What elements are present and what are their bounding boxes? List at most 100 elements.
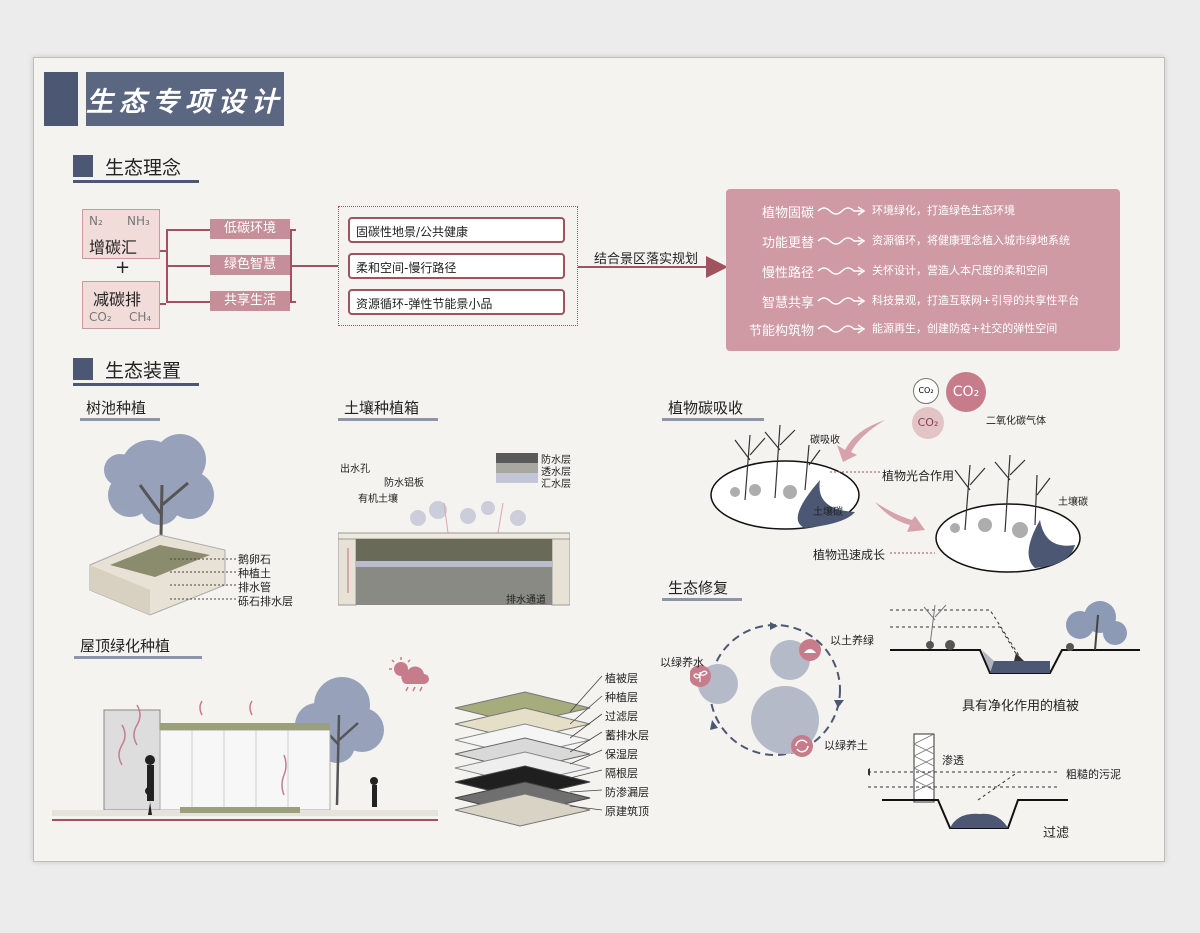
panel-key: 智慧共享 — [761, 296, 814, 311]
roof-layer-filter: 过滤层 — [605, 710, 638, 723]
n2-label: N₂ — [89, 214, 103, 228]
roof-section-illustration — [52, 677, 438, 821]
roof-layer-original-roof: 原建筑顶 — [605, 805, 649, 818]
strategy-group — [338, 206, 578, 326]
soil-box-label-drain: 排水通道 — [506, 595, 546, 606]
connector — [166, 301, 210, 303]
repair-title-text: 生态修复 — [668, 579, 729, 597]
co2-bubble-small: CO₂ — [913, 378, 939, 404]
panel-key: 节能构筑物 — [748, 324, 814, 339]
pill-green-smart: 绿色智慧 — [210, 255, 290, 275]
strategy-box-2: 柔和空间-慢行路径 — [348, 253, 565, 279]
growth-label: 植物迅速成长 — [813, 548, 886, 562]
filter-illustration — [868, 733, 1068, 829]
ch4-label: CH₄ — [129, 310, 152, 324]
wave-arrow-icon — [817, 236, 866, 246]
filter-label: 过滤 — [1043, 826, 1070, 841]
repair-cycle-green-water: 以绿养水 — [660, 656, 704, 669]
soil-box-label-organic: 有机土壤 — [358, 494, 398, 505]
legend-permeable: 透水层 — [541, 467, 571, 478]
panel-row: 植物固碳 环境绿化，打造绿色生态环境 — [726, 202, 1120, 222]
plan-arrow-label: 结合景区落实规划 — [594, 252, 699, 267]
legend-collect-swatch — [496, 473, 538, 483]
panel-row: 节能构筑物 能源再生，创建防疫+社交的弹性空间 — [726, 320, 1120, 340]
roof-layer-leaders — [570, 675, 603, 811]
section-concept-heading: 生态理念 — [73, 153, 199, 183]
sub-underline — [80, 418, 160, 421]
tree-pool-title-text: 树池种植 — [86, 399, 147, 417]
title-text: 生态专项设计 — [86, 72, 284, 126]
panel-value: 科技景观，打造互联网+引导的共享性平台 — [872, 294, 1080, 307]
carbon-absorb-label: 碳吸收 — [810, 435, 840, 446]
poster-title: 生态专项设计 — [44, 72, 284, 126]
title-accent-bar — [44, 72, 78, 126]
connector — [166, 265, 210, 267]
section-devices-heading: 生态装置 — [73, 356, 199, 386]
roof-layer-vegetation: 植被层 — [605, 672, 638, 685]
carbon-title-text: 植物碳吸收 — [668, 399, 744, 417]
panel-key: 植物固碳 — [761, 206, 814, 221]
section-marker — [73, 358, 93, 380]
roof-layer-waterproof: 防渗漏层 — [605, 786, 649, 799]
co2-bubble-mid: CO₂ — [912, 407, 944, 439]
legend-waterproof: 防水层 — [541, 455, 571, 466]
weather-icon — [389, 657, 429, 692]
nh3-label: NH₃ — [127, 214, 150, 228]
sub-underline — [338, 418, 438, 421]
connector — [166, 229, 210, 231]
panel-key: 功能更替 — [761, 236, 814, 251]
legend-permeable-swatch — [496, 463, 538, 473]
roof-layer-drainage: 蓄排水层 — [605, 729, 649, 742]
panel-row: 慢性路径 关怀设计，营造人本尺度的柔和空间 — [726, 262, 1120, 282]
mud-label: 粗糙的污泥 — [1066, 768, 1121, 781]
roof-layer-root-barrier: 隔根层 — [605, 767, 638, 780]
roof-layers-illustration — [454, 691, 591, 827]
legend-collect: 汇水层 — [541, 479, 571, 490]
photosynthesis-label: 植物光合作用 — [882, 469, 955, 483]
co2-gas-label: 二氧化碳气体 — [986, 416, 1046, 427]
section-underline — [73, 383, 199, 386]
carbon-title: 植物碳吸收 — [662, 397, 764, 421]
connector — [160, 250, 166, 252]
panel-value: 环境绿化，打造绿色生态环境 — [872, 204, 1015, 217]
connector — [290, 301, 296, 303]
carbon-illustration — [710, 420, 1081, 573]
strategy-box-3: 资源循环-弹性节能景小品 — [348, 289, 565, 315]
repair-title: 生态修复 — [662, 577, 742, 601]
soil-box-label-outlet: 出水孔 — [340, 464, 370, 475]
connector — [160, 303, 166, 305]
purify-illustration — [890, 601, 1140, 674]
roof-title-text: 屋顶绿化种植 — [80, 637, 171, 655]
sub-underline — [662, 598, 742, 601]
plus-sign: + — [115, 257, 131, 278]
panel-value: 能源再生，创建防疫+社交的弹性空间 — [872, 322, 1058, 335]
wave-arrow-icon — [817, 296, 866, 306]
co2-label: CO₂ — [89, 310, 112, 324]
section-underline — [73, 180, 199, 183]
wave-arrow-icon — [817, 324, 866, 334]
wave-arrow-icon — [817, 266, 866, 276]
tree-pool-label-pipe: 排水管 — [238, 581, 271, 594]
seep-label: 渗透 — [942, 754, 964, 767]
co2-bubble-large: CO₂ — [946, 372, 986, 412]
soil-box-title-text: 土壤种植箱 — [344, 399, 420, 417]
repair-cycle-soil-green: 以土养绿 — [830, 634, 874, 647]
plan-arrow-line — [578, 266, 712, 268]
soil-box-illustration — [338, 501, 570, 606]
pill-shared-life: 共享生活 — [210, 291, 290, 311]
panel-value: 关怀设计，营造人本尺度的柔和空间 — [872, 264, 1048, 277]
panel-key: 慢性路径 — [761, 266, 814, 281]
section-marker — [73, 155, 93, 177]
wave-arrow-icon — [817, 206, 866, 216]
soil-box-title: 土壤种植箱 — [338, 397, 438, 421]
panel-value: 资源循环，将健康理念植入城市绿地系统 — [872, 234, 1070, 247]
section-devices-title: 生态装置 — [105, 360, 182, 382]
section-concept-title: 生态理念 — [105, 157, 182, 179]
soil-box-label-alu: 防水铝板 — [384, 478, 424, 489]
roof-layer-planting: 种植层 — [605, 691, 638, 704]
sub-underline — [74, 656, 202, 659]
roof-layer-moisture: 保湿层 — [605, 748, 638, 761]
tree-pool-leader-lines — [170, 558, 236, 600]
strategy-box-1: 固碳性地景/公共健康 — [348, 217, 565, 243]
soil-carbon-label-2: 土壤碳 — [1058, 497, 1088, 508]
